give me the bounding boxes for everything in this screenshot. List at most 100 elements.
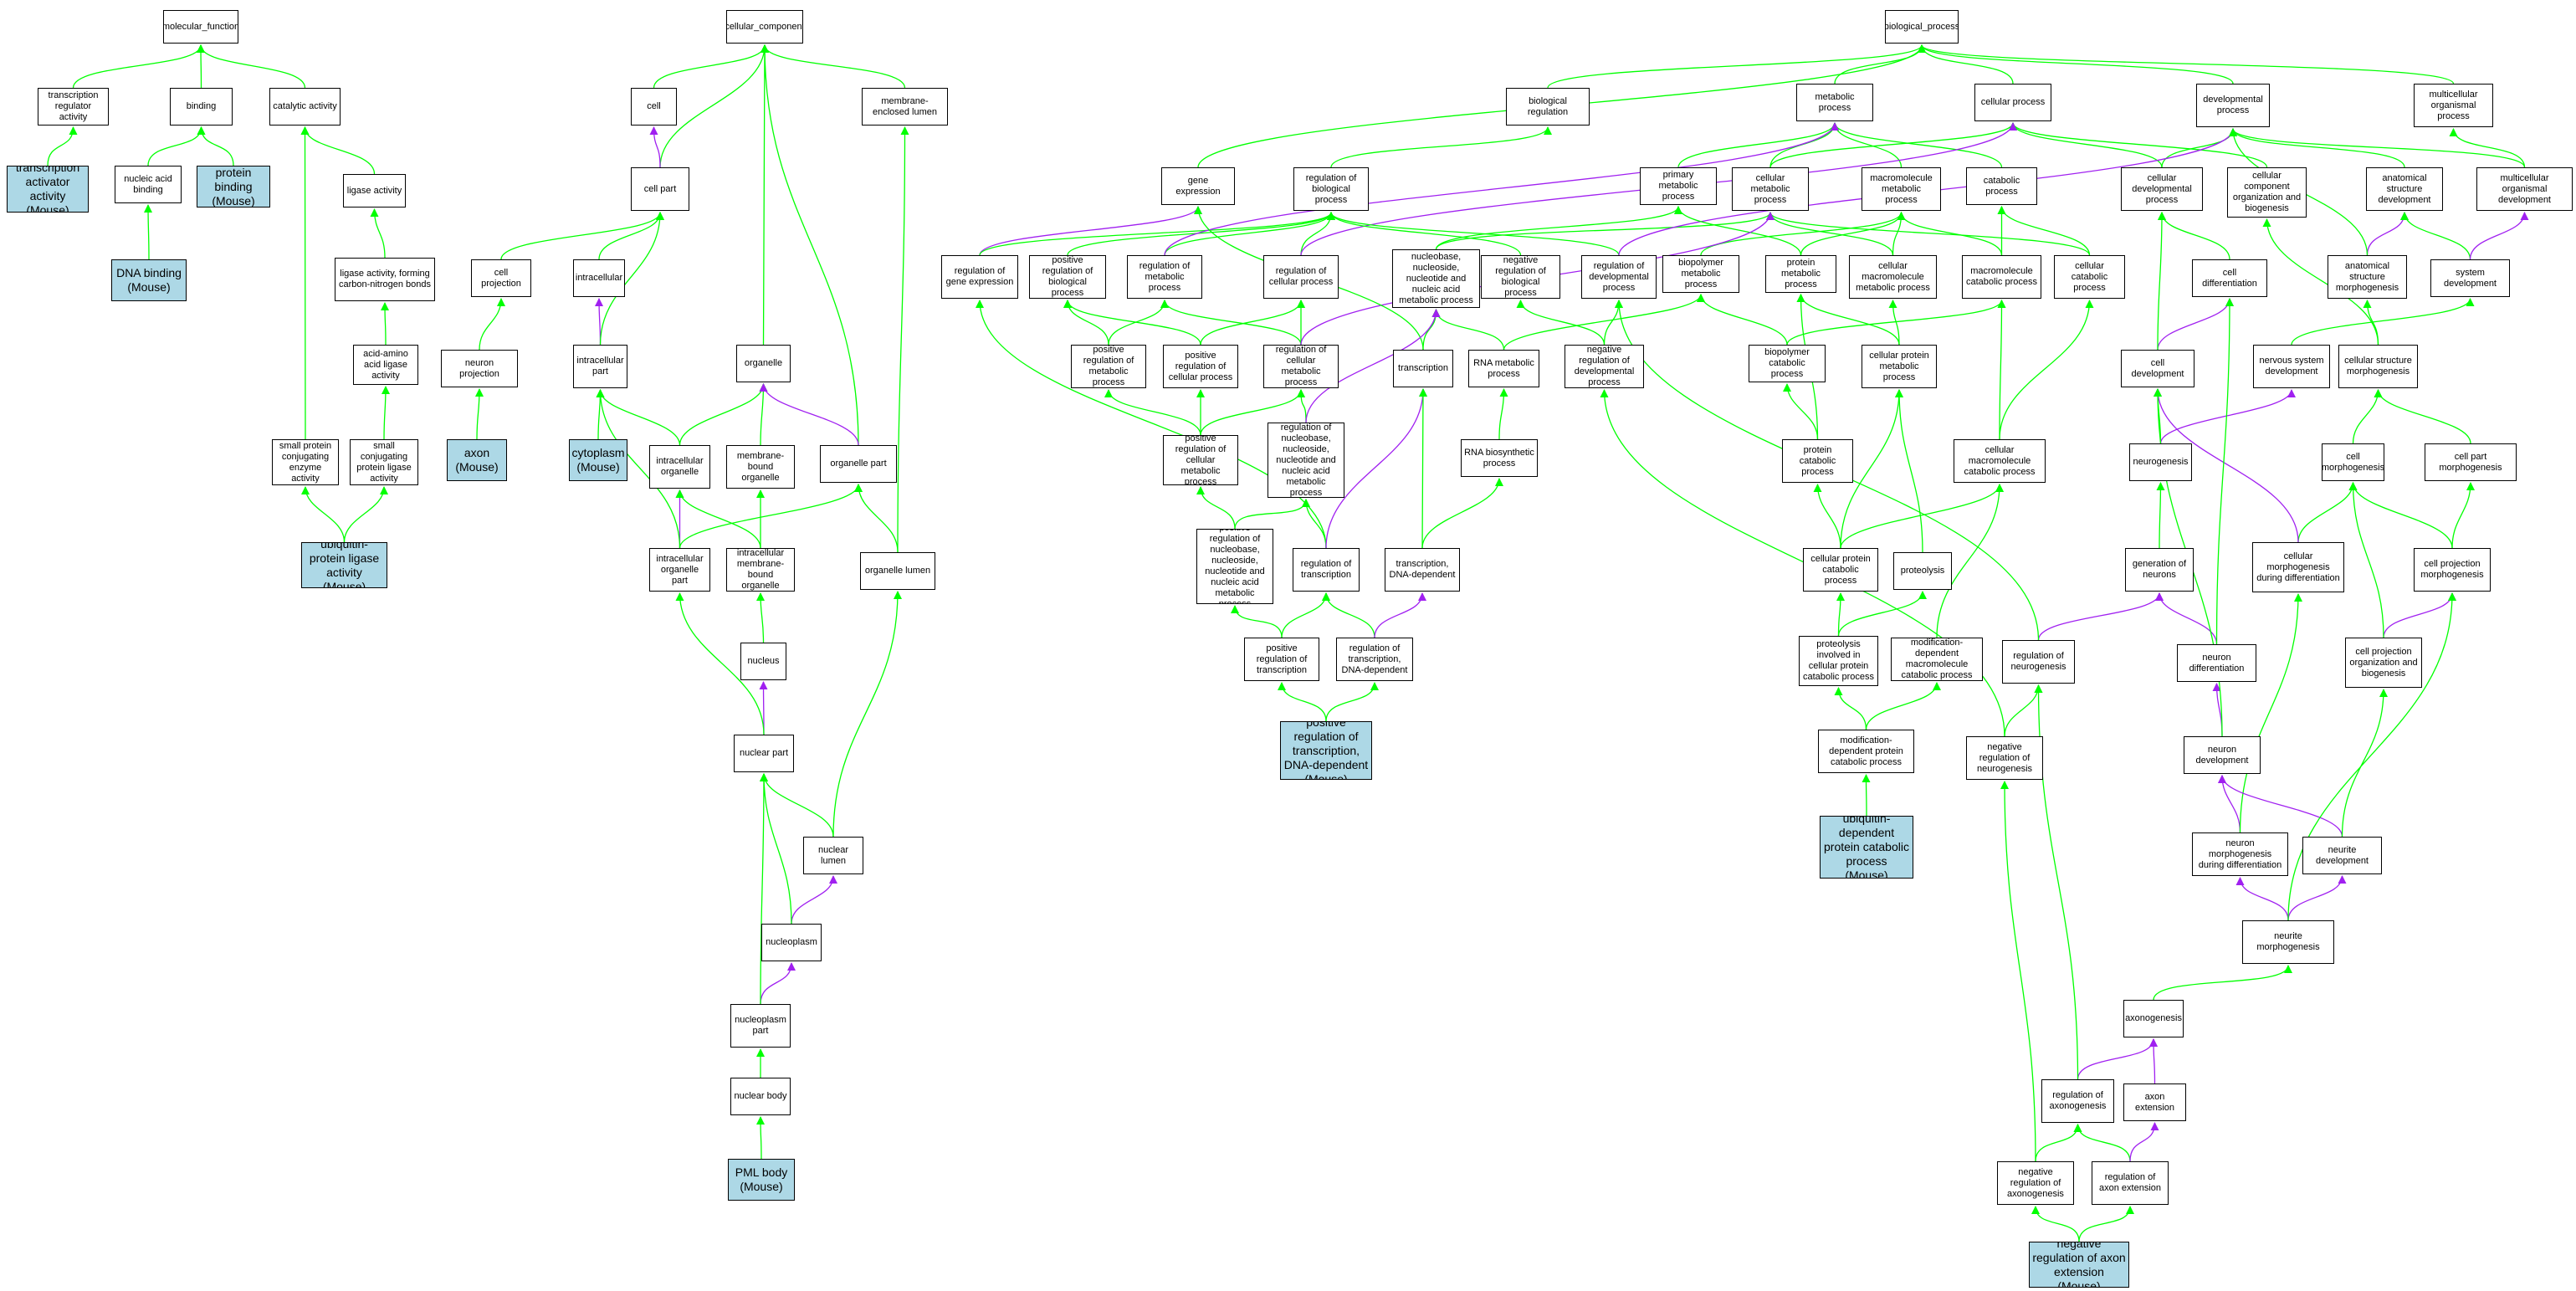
go-term-node[interactable]: ubiquitin-dependent protein catabolic pr… <box>1820 816 1913 879</box>
go-term-node[interactable]: cell projection organization and biogene… <box>2345 638 2422 688</box>
go-term-node[interactable]: nucleoplasm part <box>730 1004 791 1048</box>
go-term-node[interactable]: cellular process <box>1974 84 2051 121</box>
go-term-node[interactable]: anatomical structure morphogenesis <box>2328 255 2407 299</box>
go-term-node[interactable]: negative regulation of axonogenesis <box>1997 1161 2074 1205</box>
go-term-node[interactable]: developmental process <box>2196 84 2270 127</box>
go-term-node[interactable]: protein catabolic process <box>1782 439 1853 483</box>
go-term-node[interactable]: cell part morphogenesis <box>2425 443 2517 481</box>
go-term-node[interactable]: primary metabolic process <box>1640 167 1717 205</box>
go-term-node[interactable]: cellular developmental process <box>2121 167 2203 211</box>
go-term-node[interactable]: transcription, DNA-dependent <box>1385 548 1460 592</box>
go-term-node[interactable]: ubiquitin-protein ligase activity (Mouse… <box>301 542 387 588</box>
go-term-node[interactable]: nervous system development <box>2253 345 2330 388</box>
go-term-node[interactable]: cellular catabolic process <box>2054 255 2125 299</box>
go-term-node[interactable]: cellular metabolic process <box>1732 167 1809 211</box>
go-term-node[interactable]: cell morphogenesis <box>2322 443 2384 481</box>
go-term-node[interactable]: negative regulation of neurogenesis <box>1966 736 2043 780</box>
go-term-node[interactable]: regulation of axon extension <box>2092 1161 2169 1205</box>
go-term-node[interactable]: axon (Mouse) <box>447 439 507 481</box>
go-term-node[interactable]: positive regulation of transcription, DN… <box>1280 721 1372 780</box>
go-term-node[interactable]: RNA biosynthetic process <box>1461 439 1538 477</box>
go-term-node[interactable]: proteolysis involved in cellular protein… <box>1799 636 1878 686</box>
go-term-node[interactable]: cytoplasm (Mouse) <box>569 439 627 481</box>
go-term-node[interactable]: positive regulation of nucleobase, nucle… <box>1196 529 1273 604</box>
go-term-node[interactable]: nuclear lumen <box>803 837 863 874</box>
go-term-node[interactable]: nuclear part <box>734 735 794 772</box>
go-term-node[interactable]: regulation of axonogenesis <box>2041 1079 2114 1123</box>
go-term-node[interactable]: nuclear body <box>730 1078 791 1115</box>
go-term-node[interactable]: cellular morphogenesis during differenti… <box>2252 542 2344 592</box>
go-term-node[interactable]: cell <box>631 88 677 126</box>
go-term-node[interactable]: organelle lumen <box>860 552 935 590</box>
go-term-node[interactable]: organelle part <box>820 445 897 483</box>
go-term-node[interactable]: positive regulation of transcription <box>1244 638 1319 681</box>
go-term-node[interactable]: positive regulation of cellular metaboli… <box>1163 435 1238 485</box>
go-term-node[interactable]: anatomical structure development <box>2366 167 2443 211</box>
go-term-node[interactable]: transcription <box>1393 350 1453 387</box>
go-term-node[interactable]: cell projection <box>471 259 531 297</box>
go-term-node[interactable]: proteolysis <box>1893 552 1952 590</box>
go-term-node[interactable]: regulation of gene expression <box>941 255 1018 299</box>
go-term-node[interactable]: axonogenesis <box>2123 1000 2184 1037</box>
go-term-node[interactable]: neurite morphogenesis <box>2242 920 2334 964</box>
go-term-node[interactable]: RNA metabolic process <box>1468 350 1539 387</box>
go-term-node[interactable]: positive regulation of cellular process <box>1163 345 1238 388</box>
go-term-node[interactable]: biopolymer catabolic process <box>1749 345 1826 382</box>
go-term-node[interactable]: intracellular part <box>573 345 627 388</box>
go-term-node[interactable]: regulation of metabolic process <box>1127 255 1202 299</box>
go-term-node[interactable]: negative regulation of axon extension (M… <box>2029 1242 2129 1288</box>
go-term-node[interactable]: cell part <box>631 167 689 211</box>
go-term-node[interactable]: acid-amino acid ligase activity <box>353 345 418 385</box>
go-term-node[interactable]: protein metabolic process <box>1765 255 1836 293</box>
go-term-node[interactable]: regulation of neurogenesis <box>2002 640 2075 684</box>
go-term-node[interactable]: regulation of nucleobase, nucleoside, nu… <box>1268 423 1344 498</box>
go-term-node[interactable]: cellular protein catabolic process <box>1803 548 1878 592</box>
go-term-node[interactable]: intracellular organelle part <box>649 548 710 592</box>
go-term-node[interactable]: binding <box>170 88 233 126</box>
go-term-node[interactable]: positive regulation of metabolic process <box>1071 345 1146 388</box>
go-term-node[interactable]: cellular macromolecule metabolic process <box>1849 255 1937 299</box>
go-term-node[interactable]: neurogenesis <box>2129 443 2192 481</box>
go-term-node[interactable]: cell projection morphogenesis <box>2414 548 2491 592</box>
go-term-node[interactable]: transcription regulator activity <box>38 88 109 126</box>
go-term-node[interactable]: positive regulation of biological proces… <box>1029 255 1106 299</box>
go-term-node[interactable]: neuron development <box>2184 736 2261 774</box>
go-term-node[interactable]: ligase activity <box>343 174 406 207</box>
go-term-node[interactable]: generation of neurons <box>2125 548 2194 592</box>
go-term-node[interactable]: neuron projection <box>441 350 518 387</box>
go-term-node[interactable]: nucleobase, nucleoside, nucleotide and n… <box>1392 249 1480 308</box>
go-term-node[interactable]: neurite development <box>2302 837 2382 874</box>
go-term-node[interactable]: macromolecule metabolic process <box>1862 167 1941 211</box>
go-term-node[interactable]: transcription activator activity (Mouse) <box>7 166 89 213</box>
go-term-node[interactable]: membrane-enclosed lumen <box>862 88 948 126</box>
go-term-node[interactable]: cellular protein metabolic process <box>1862 345 1937 388</box>
go-term-node[interactable]: biological_process <box>1885 10 1959 44</box>
go-term-node[interactable]: regulation of transcription <box>1293 548 1360 592</box>
go-term-node[interactable]: neuron morphogenesis during differentiat… <box>2192 832 2288 876</box>
go-term-node[interactable]: axon extension <box>2123 1084 2186 1121</box>
go-term-node[interactable]: nucleic acid binding <box>115 166 182 203</box>
go-term-node[interactable]: gene expression <box>1161 167 1235 205</box>
go-term-node[interactable]: cellular component organization and biog… <box>2227 167 2307 218</box>
go-term-node[interactable]: biopolymer metabolic process <box>1662 255 1739 293</box>
go-term-node[interactable]: membrane-bound organelle <box>726 445 795 489</box>
go-term-node[interactable]: protein binding (Mouse) <box>197 166 270 207</box>
go-term-node[interactable]: PML body (Mouse) <box>728 1159 795 1201</box>
go-term-node[interactable]: nucleoplasm <box>761 924 822 961</box>
go-term-node[interactable]: multicellular organismal process <box>2414 84 2493 127</box>
go-term-node[interactable]: catalytic activity <box>269 88 341 126</box>
go-term-node[interactable]: negative regulation of biological proces… <box>1481 255 1560 299</box>
go-term-node[interactable]: regulation of cellular metabolic process <box>1263 345 1339 388</box>
go-term-node[interactable]: regulation of developmental process <box>1581 255 1657 299</box>
go-term-node[interactable]: cellular macromolecule catabolic process <box>1954 439 2046 483</box>
go-term-node[interactable]: cellular structure morphogenesis <box>2338 345 2418 388</box>
go-term-node[interactable]: intracellular membrane-bound organelle <box>726 548 795 592</box>
go-term-node[interactable]: macromolecule catabolic process <box>1962 255 2041 299</box>
go-term-node[interactable]: cellular_component <box>726 10 803 44</box>
go-term-node[interactable]: modification-dependent protein catabolic… <box>1818 730 1914 773</box>
go-term-node[interactable]: ligase activity, forming carbon-nitrogen… <box>335 258 435 301</box>
go-term-node[interactable]: cell differentiation <box>2192 259 2267 297</box>
go-term-node[interactable]: negative regulation of developmental pro… <box>1565 345 1644 388</box>
go-term-node[interactable]: nucleus <box>740 643 786 680</box>
go-term-node[interactable]: biological regulation <box>1506 88 1590 126</box>
